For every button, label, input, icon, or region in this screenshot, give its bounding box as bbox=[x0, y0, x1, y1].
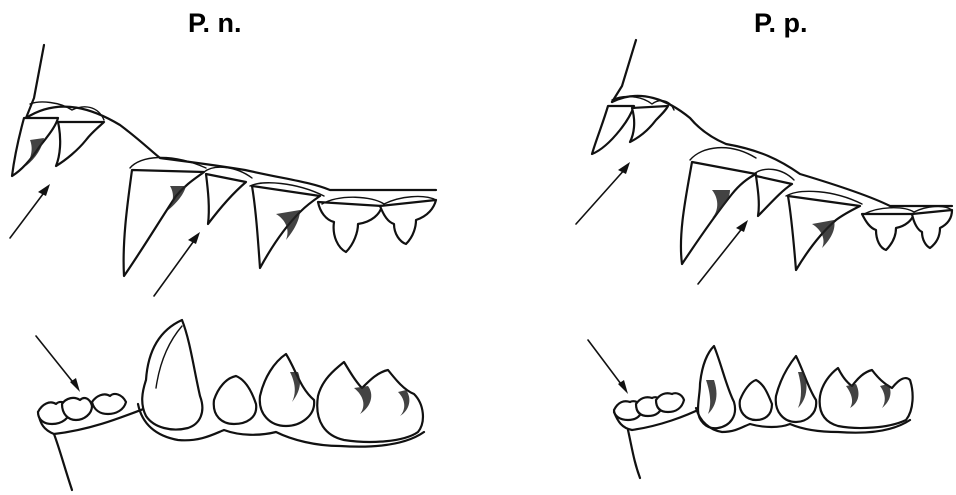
pn-lower-arrows bbox=[36, 336, 80, 392]
pn-lower-canine bbox=[142, 320, 202, 430]
pp-lower-arrows bbox=[588, 340, 628, 394]
pn-upper-canine bbox=[124, 170, 204, 276]
pp-lower-premolar-2 bbox=[776, 356, 816, 422]
pp-upper-incisor-1 bbox=[592, 106, 634, 154]
pp-lower-carnassial bbox=[820, 368, 913, 428]
pn-upper-molar-1 bbox=[318, 202, 382, 252]
pp-upper-canine bbox=[681, 162, 756, 264]
pn-lower-incisor-3 bbox=[92, 394, 126, 414]
pp-upper-molar-1 bbox=[862, 214, 914, 250]
pn-upper-dentition bbox=[12, 45, 436, 276]
pn-lower-premolar-2 bbox=[260, 354, 314, 426]
pn-upper-incisor-2 bbox=[56, 122, 104, 166]
pn-lower-premolar-1 bbox=[214, 376, 256, 424]
pp-lower-premolar-1 bbox=[740, 380, 772, 420]
pp-lower-canine bbox=[698, 346, 735, 428]
pp-upper-incisor-2 bbox=[630, 106, 668, 142]
pp-upper-dentition bbox=[592, 40, 952, 270]
pn-upper-premolar-1 bbox=[206, 174, 246, 224]
pp-lower-incisor-3 bbox=[656, 393, 684, 412]
pn-lower-incisor-2 bbox=[62, 398, 92, 420]
pn-upper-molar-2 bbox=[380, 200, 436, 244]
pp-upper-molar-2 bbox=[912, 210, 952, 248]
pn-lower-dentition bbox=[38, 320, 424, 490]
pn-upper-carnassial bbox=[252, 186, 320, 268]
pp-lower-dentition bbox=[614, 346, 913, 478]
